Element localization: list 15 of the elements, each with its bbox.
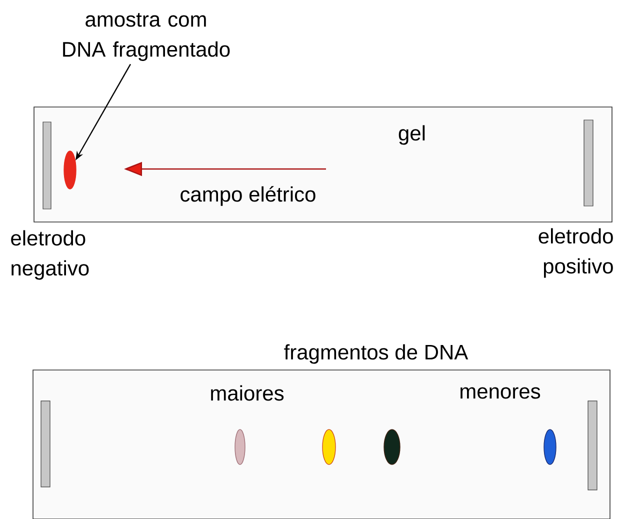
sample-label: amostra com DNA fragmentado <box>63 13 230 61</box>
gel-heading: fragmentos de DNA <box>284 344 468 364</box>
size-label: maiores <box>211 385 284 401</box>
field-label: campo elétrico <box>180 186 316 206</box>
dna-band <box>384 429 400 465</box>
electrode-label: eletrodo positivo <box>538 228 613 278</box>
size-label: menores <box>460 387 540 399</box>
electrode-label: eletrodo negativo <box>11 230 89 280</box>
electrode-bar <box>40 400 50 488</box>
dna-band <box>544 429 556 465</box>
dna-band <box>64 150 76 190</box>
electrode-bar <box>588 400 598 490</box>
dna-band <box>322 429 336 465</box>
gel-heading: gel <box>398 125 425 145</box>
dna-band <box>234 429 246 465</box>
